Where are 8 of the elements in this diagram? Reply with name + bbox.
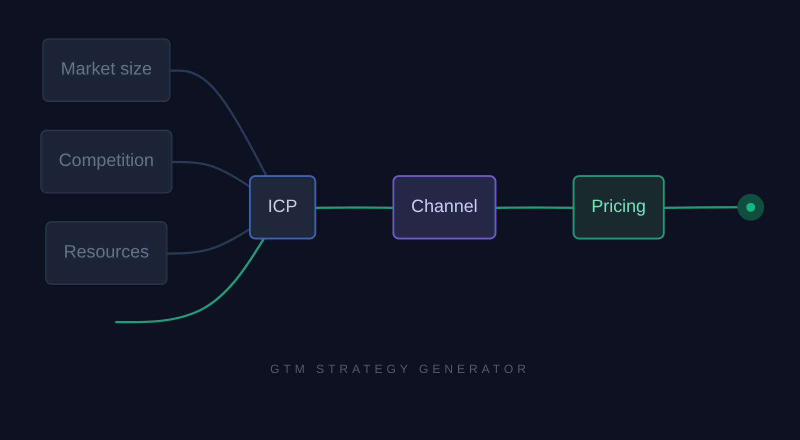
connector <box>172 160 251 188</box>
connector <box>167 228 251 255</box>
node-circle <box>737 194 764 221</box>
connector <box>316 206 394 209</box>
connector <box>170 69 268 178</box>
diagram-title: GTM STRATEGY GENERATOR <box>270 362 530 376</box>
connector <box>115 238 264 324</box>
connector <box>496 206 574 209</box>
